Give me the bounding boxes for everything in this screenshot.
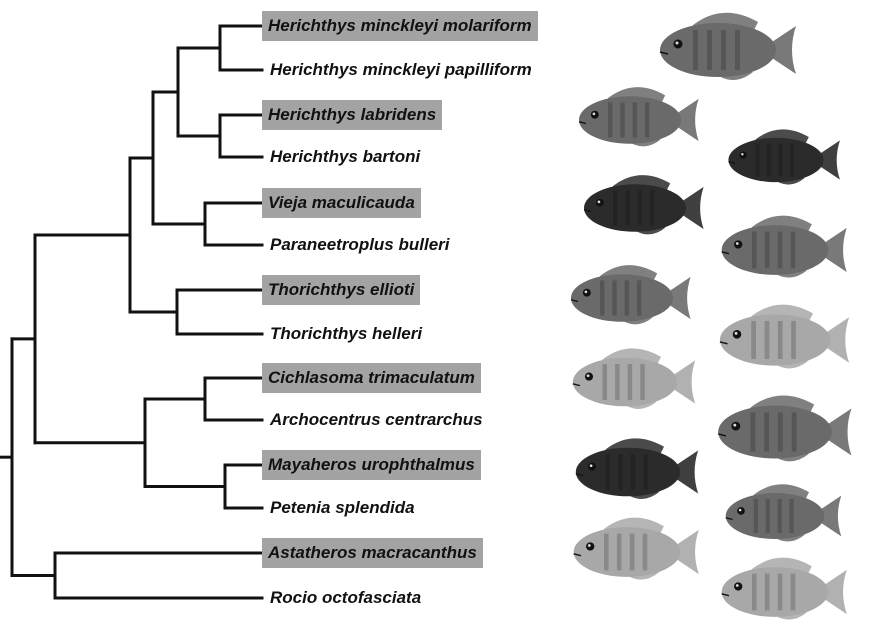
fish-photo [571, 265, 691, 324]
taxon-label: Vieja maculicauda [262, 188, 421, 218]
taxon-label: Mayaheros urophthalmus [262, 450, 481, 480]
taxon-label: Herichthys bartoni [270, 142, 420, 172]
fish-photo [726, 484, 842, 541]
fish-photo [718, 395, 851, 461]
taxon-label: Thorichthys helleri [270, 319, 422, 349]
taxon-label: Herichthys minckleyi molariform [262, 11, 538, 41]
fish-photos [571, 13, 851, 620]
fish-photo [722, 216, 847, 278]
taxon-label: Herichthys minckleyi papilliform [270, 55, 532, 85]
fish-photo [660, 13, 796, 80]
fish-photo [574, 518, 699, 580]
fish-photo [720, 305, 849, 369]
fish-photo [573, 348, 695, 409]
fish-photo [728, 129, 840, 184]
fish-photo [722, 558, 847, 620]
taxon-label: Thorichthys ellioti [262, 275, 420, 305]
fish-photo [576, 438, 698, 499]
taxon-label: Astatheros macracanthus [262, 538, 483, 568]
taxon-label: Petenia splendida [270, 493, 415, 523]
tree-branches [0, 26, 262, 598]
taxon-label: Herichthys labridens [262, 100, 442, 130]
taxon-label: Rocio octofasciata [270, 583, 421, 613]
fish-photo [584, 175, 704, 234]
taxon-label: Archocentrus centrarchus [270, 405, 483, 435]
taxon-label: Paraneetroplus bulleri [270, 230, 450, 260]
fish-photo [579, 87, 699, 146]
taxon-label: Cichlasoma trimaculatum [262, 363, 481, 393]
